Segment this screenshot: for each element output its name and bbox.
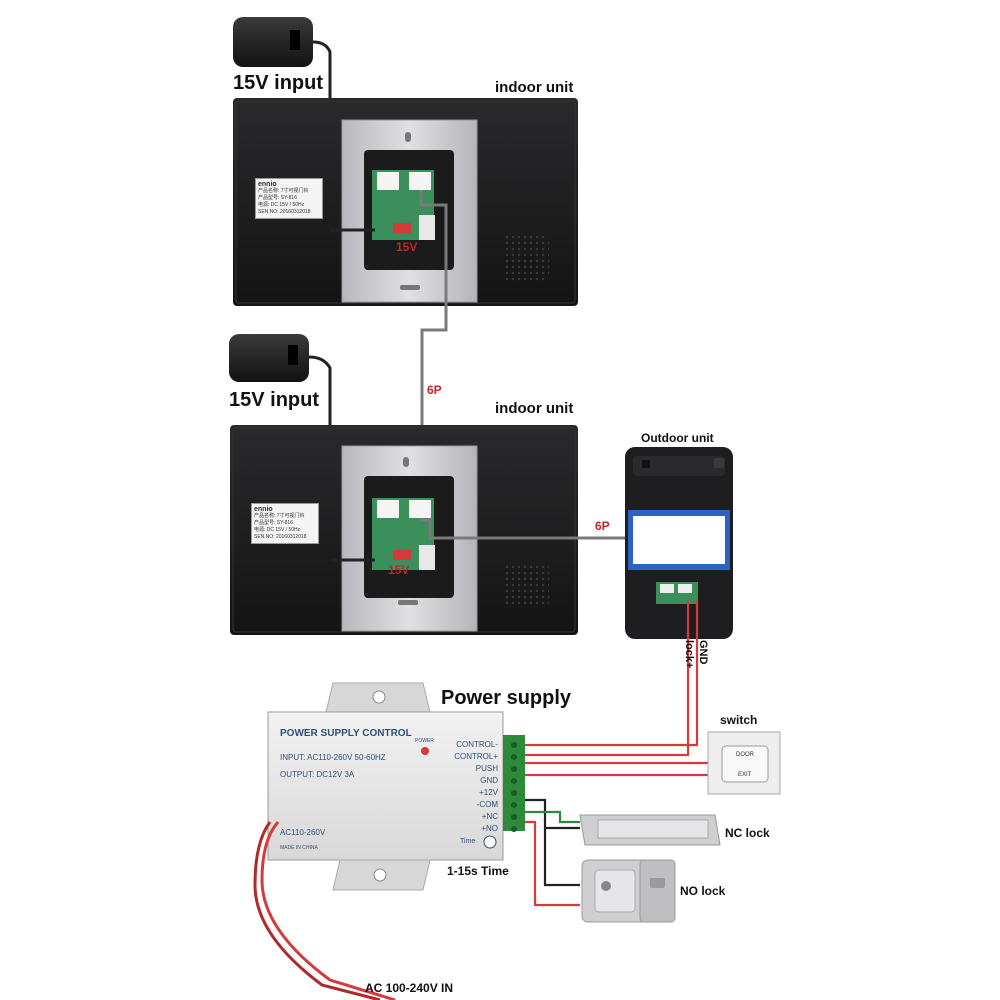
terminal-nc: +NC — [481, 812, 498, 821]
label-15v-top-panel: 15V — [396, 240, 418, 254]
psu-input-rating: INPUT: AC110-260V 50-60HZ — [280, 753, 386, 762]
nameplate-top: ennio 产品名称: 7寸可视门铃 产品型号: SY-816 电源: DC 1… — [255, 178, 323, 219]
outdoor-unit — [625, 447, 733, 639]
nameplate-line4: SEN.NO: 20160312018 — [254, 534, 307, 540]
terminal-12v: +12V — [479, 788, 498, 797]
terminal-control-minus: CONTROL- — [456, 740, 498, 749]
label-15v-bottom-panel: 15V — [388, 563, 410, 577]
label-indoor-unit-bottom: indoor unit — [495, 400, 574, 417]
no-lock-device — [581, 859, 676, 923]
psu-output-rating: OUTPUT: DC12V 3A — [280, 770, 355, 779]
nameplate-line3: 电源: DC 15V / 50Hz — [254, 527, 301, 533]
nameplate-line1: 产品名称: 7寸可视门铃 — [258, 188, 309, 194]
label-ac-in: AC 100-240V IN — [365, 981, 454, 995]
label-indoor-unit-top: indoor unit — [495, 79, 574, 96]
psu-ac-label: AC110-260V — [280, 828, 326, 837]
terminal-push: PUSH — [475, 764, 498, 773]
terminal-gnd: GND — [480, 776, 498, 785]
label-15v-input-bottom: 15V input — [229, 389, 320, 411]
psu-time-label: Time — [460, 838, 476, 845]
label-nc-lock: NC lock — [725, 826, 770, 840]
power-supply-box — [267, 682, 525, 891]
terminal-wires — [525, 600, 710, 907]
label-time: 1-15s Time — [447, 864, 509, 878]
indoor-unit-top — [233, 98, 578, 306]
label-switch: switch — [720, 713, 758, 727]
label-15v-input-top: 15V input — [233, 72, 324, 94]
psu-title: POWER SUPPLY CONTROL — [280, 728, 412, 739]
nameplate-line2: 产品型号: SY-816 — [258, 195, 297, 201]
label-lock-plus: lock+ — [683, 640, 695, 669]
label-gnd: GND — [697, 640, 709, 665]
terminal-control-plus: CONTROL+ — [454, 752, 498, 761]
exit-button-bottom-text: EXIT — [738, 772, 752, 778]
nameplate-brand: ennio — [258, 181, 277, 188]
nc-lock-device — [579, 814, 721, 846]
exit-switch — [707, 731, 781, 795]
label-6p-vertical: 6P — [427, 383, 442, 397]
exit-button-top-text: DOOR — [736, 752, 754, 758]
nameplate-bottom: ennio 产品名称: 7寸可视门铃 产品型号: SY-816 电源: DC 1… — [251, 503, 319, 544]
terminal-com: -COM — [476, 800, 498, 809]
cable-6p-vertical — [419, 190, 448, 520]
label-no-lock: NO lock — [680, 884, 726, 898]
nameplate-brand: ennio — [254, 506, 273, 513]
label-power-supply: Power supply — [441, 687, 572, 709]
psu-power-indicator-label: POWER — [415, 738, 434, 744]
power-adapter-top — [233, 17, 393, 232]
label-outdoor-unit: Outdoor unit — [641, 431, 714, 445]
power-adapter-bottom — [229, 334, 393, 562]
label-6p-outdoor: 6P — [595, 519, 610, 533]
nameplate-line4: SEN.NO: 20160312018 — [258, 209, 311, 215]
nameplate-line2: 产品型号: SY-816 — [254, 520, 293, 526]
nameplate-line1: 产品名称: 7寸可视门铃 — [254, 513, 305, 519]
terminal-no: +NO — [481, 824, 498, 833]
psu-made-in: MADE IN CHINA — [280, 845, 318, 851]
nameplate-line3: 电源: DC 15V / 50Hz — [258, 202, 305, 208]
